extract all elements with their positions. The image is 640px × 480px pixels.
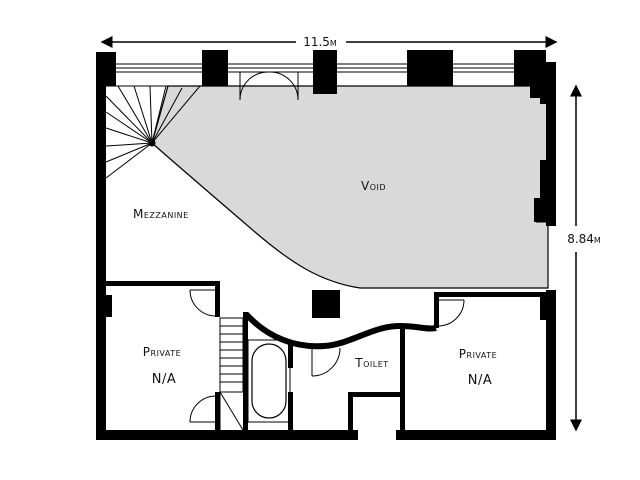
void-label: Void: [361, 179, 386, 193]
door-swing-icon: [239, 71, 299, 101]
door-swing-icon: [189, 289, 216, 317]
bathtub-icon: [247, 339, 291, 423]
outer-walls: [96, 50, 556, 440]
void-area: [151, 85, 549, 289]
curved-wall: [243, 311, 437, 350]
private-right-walls: [400, 292, 548, 430]
private-left-status: N/A: [152, 372, 177, 387]
private-left-walls: [106, 281, 220, 430]
height-dimension: 8.84m: [567, 84, 601, 432]
door-swing-icon: [311, 347, 341, 377]
private-right-name: Private: [459, 347, 497, 361]
door-swing-icon: [437, 299, 465, 327]
width-dimension: 11.5m: [100, 35, 558, 49]
private-left-name: Private: [143, 345, 181, 359]
toilet-label: Toilet: [354, 356, 388, 370]
height-label: 8.84m: [567, 232, 601, 246]
structural-column: [312, 290, 340, 318]
private-right-status: N/A: [468, 373, 493, 388]
door-swing-icon: [189, 395, 216, 423]
width-label: 11.5m: [303, 35, 337, 49]
straight-staircase-icon: [219, 317, 244, 431]
mezzanine-label: Mezzanine: [133, 207, 189, 221]
spiral-staircase-icon: [105, 85, 202, 179]
